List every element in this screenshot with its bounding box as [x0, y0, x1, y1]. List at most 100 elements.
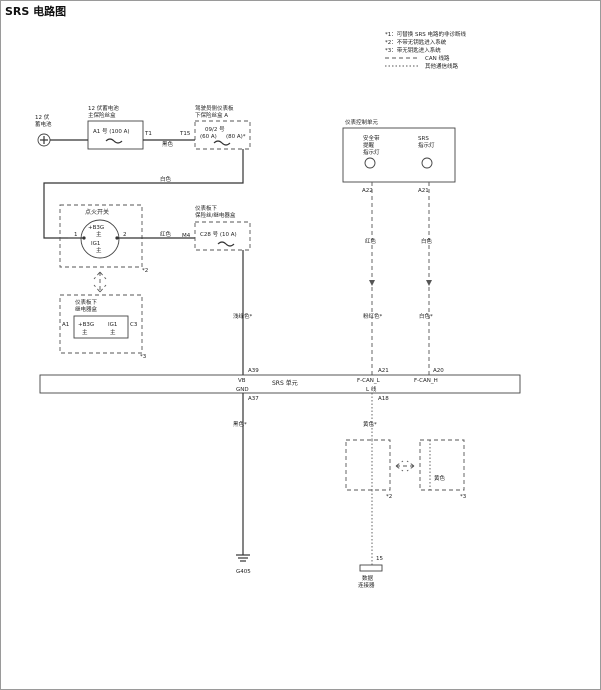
ignition-pin-1: 1 — [74, 232, 78, 238]
legend-note-1: *1：可替换 SRS 电路的非诊断线 — [385, 30, 467, 38]
relay-label-2: 继电器盒 — [75, 305, 98, 313]
relay-pin-ig-sub: 主 — [110, 328, 116, 336]
srs-unit: A39 VB SRS 单元 GND A37 A21 F-CAN_L A20 F-… — [39, 368, 521, 402]
fusebox-a-label-2: 下保险丝盒 A — [195, 111, 228, 119]
fusebox-main: 12 伏蓄电池 主保险丝盒 A1 号 (100 A) T1 — [87, 104, 152, 150]
dlc-label-2: 连接器 — [358, 581, 375, 589]
gauge-lamp-1-l2: 提醒 — [363, 141, 375, 149]
relay-pin-ig: IG1 — [108, 322, 117, 328]
ignition-label: 点火开关 — [85, 208, 109, 216]
srs-pin-a18: A18 — [378, 396, 389, 402]
fusebox-main-terminal: T1 — [144, 131, 152, 137]
srs-unit-box — [39, 374, 521, 394]
wire-a-to-ignition — [43, 149, 244, 239]
legend: *1：可替换 SRS 电路的非诊断线 *2：不带无钥匙进入系统 *3：带无钥匙进… — [385, 30, 467, 70]
ignition-box — [59, 204, 143, 268]
fusebox-main-fuse: A1 号 (100 A) — [93, 128, 130, 135]
fusebox-main-label-1: 12 伏蓄电池 — [88, 104, 119, 112]
fuse-symbol-b — [217, 241, 235, 247]
relay-inner-box — [73, 315, 129, 339]
battery-label-2: 蓄电池 — [35, 120, 52, 128]
gauge-control-unit: 仪表控制单元 安全带 提醒 指示灯 SRS 指示灯 A22 A21 — [342, 118, 456, 194]
srs-pin-a37: A37 — [248, 396, 259, 402]
srs-pin-fcanl: F-CAN_L — [357, 378, 381, 384]
relay-pin-b: +B3G — [78, 322, 94, 328]
wire-label-white: 白色 — [160, 175, 172, 183]
relay-label-1: 仪表板下 — [75, 298, 98, 306]
legend-note-2: *2：不带无钥匙进入系统 — [385, 38, 447, 46]
wire-label-light-green: 浅绿色* — [233, 312, 253, 320]
alt-box-right-wire: 黄色 — [434, 474, 446, 482]
ignition-pin-b-sub: 主 — [96, 230, 102, 238]
gauge-box — [342, 127, 456, 183]
legend-can-label: CAN 线路 — [425, 54, 450, 62]
fusebox-b-terminal: M4 — [182, 233, 191, 239]
relay-mark: *3 — [140, 354, 147, 360]
wire-label-red: 红色 — [160, 230, 172, 238]
seatbelt-lamp-icon — [364, 157, 376, 169]
srs-pin-lline: L 线 — [366, 385, 377, 393]
ignition-knob — [80, 219, 120, 259]
relay-pin-a1: A1 — [62, 322, 69, 328]
dlc-pin: 15 — [376, 556, 383, 562]
wire-label-black: 黑色 — [162, 140, 174, 148]
fusebox-b: 仪表板下 保险丝/继电器盒 C28 号 (10 A) M4 — [182, 204, 251, 251]
wire-label-white-fcanh: 白色 — [421, 237, 433, 245]
alt-box-right: 黄色 *3 — [419, 439, 467, 500]
wire-label-black-pink: 黑色* — [233, 420, 247, 428]
srs-lamp-icon — [421, 157, 433, 169]
fuse-symbol-a — [213, 140, 231, 146]
dlc-connector: 15 数据 连接器 — [358, 556, 383, 589]
relay-pin-c3: C3 — [130, 322, 138, 328]
fusebox-a-label-1: 驾驶员侧仪表板 — [195, 104, 234, 112]
fusebox-a-fuse-2: (60 A) — [200, 134, 217, 140]
page-title: SRS 电路图 — [5, 5, 67, 18]
srs-pin-vb: VB — [238, 378, 246, 384]
srs-unit-label: SRS 单元 — [272, 379, 298, 387]
srs-pin-a39: A39 — [248, 368, 259, 374]
ground-icon — [236, 554, 250, 562]
connector-icons — [369, 280, 432, 286]
relay-box: 仪表板下 继电器盒 A1 +B3G 主 IG1 主 C3 *3 — [59, 294, 147, 360]
gauge-pin-a22: A22 — [362, 188, 373, 194]
fuse-symbol-main — [105, 138, 123, 144]
srs-pin-a20: A20 — [433, 368, 444, 374]
ignition-pin-2: 2 — [123, 232, 127, 238]
alt-box-left: *2 — [345, 439, 392, 500]
gauge-lamp-2-l1: SRS — [418, 136, 429, 142]
ground-label: G405 — [236, 569, 251, 575]
wire-label-red-fcanl: 红色 — [365, 237, 377, 245]
legend-other-label: 其他通信线路 — [425, 62, 459, 70]
fusebox-a: 驾驶员侧仪表板 下保险丝盒 A 09/2 号 (60 A) (80 A)* T1… — [179, 104, 251, 150]
wire-label-yellow-pink: 黄色* — [363, 420, 377, 428]
fusebox-b-label-1: 仪表板下 — [195, 204, 218, 212]
gauge-pin-a21: A21 — [418, 188, 429, 194]
wire-label-white-pink: 白色* — [419, 312, 433, 320]
gauge-lamp-2-l2: 指示灯 — [418, 141, 435, 149]
ignition-switch: 点火开关 +B3G 主 IG1 主 1 2 *2 — [59, 204, 148, 274]
battery: 12 伏 蓄电池 — [35, 113, 52, 147]
fusebox-a-fuse-3: (80 A)* — [226, 134, 246, 140]
wire-label-pink: 粉红色* — [363, 312, 383, 320]
ignition-pin-ig-sub: 主 — [96, 246, 102, 254]
double-arrow-horizontal-icon — [395, 460, 415, 472]
relay-pin-b-sub: 主 — [82, 328, 88, 336]
gauge-lamp-1-l1: 安全带 — [363, 134, 380, 142]
ignition-pin-b: +B3G — [88, 225, 104, 231]
gauge-label: 仪表控制单元 — [345, 118, 379, 126]
alt-box-right-frame — [419, 439, 465, 491]
alt-box-left-mark: *2 — [386, 494, 392, 500]
fusebox-main-box — [87, 120, 144, 150]
dlc-connector-icon — [359, 564, 383, 572]
double-arrow-icon — [93, 271, 107, 293]
ignition-pin-ig: IG1 — [91, 241, 100, 247]
alt-box-right-mark: *3 — [460, 494, 467, 500]
battery-label-1: 12 伏 — [35, 113, 50, 121]
fusebox-b-label-2: 保险丝/继电器盒 — [195, 211, 236, 219]
dlc-label-1: 数据 — [362, 574, 374, 582]
srs-pin-fcanh: F-CAN_H — [414, 378, 438, 384]
fusebox-main-label-2: 主保险丝盒 — [88, 111, 116, 119]
srs-pin-gnd: GND — [236, 387, 249, 393]
srs-pin-a21: A21 — [378, 368, 389, 374]
